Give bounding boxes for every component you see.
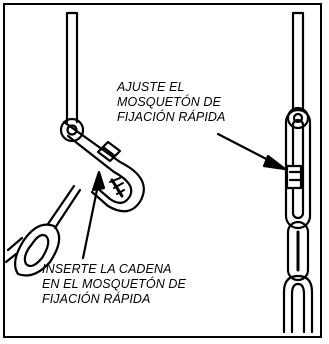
chain-end-left [4, 184, 82, 277]
quick-link-open [62, 120, 145, 213]
adjust-label: AJUSTE EL MOSQUETÓN DE FIJACIÓN RÁPIDA [117, 80, 225, 125]
diagram-frame [3, 3, 322, 338]
insert-label-line2: EN EL MOSQUETÓN DE [42, 277, 186, 291]
chain-link-right [286, 220, 310, 282]
adjust-label-line3: FIJACIÓN RÁPIDA [117, 110, 226, 124]
lower-link-right [282, 274, 314, 334]
insert-arrow [81, 170, 106, 260]
left-assembly [4, 11, 145, 277]
right-assembly [216, 11, 314, 334]
adjust-label-line1: AJUSTE EL [117, 80, 185, 94]
insert-label-line1: INSERTE LA CADENA [42, 262, 172, 276]
top-rod-right [291, 11, 305, 112]
adjust-arrow [216, 132, 287, 171]
rod-eye-right [286, 106, 310, 130]
insert-label: INSERTE LA CADENA EN EL MOSQUETÓN DE FIJ… [42, 262, 186, 307]
insert-label-line3: FIJACIÓN RÁPIDA [42, 292, 151, 306]
adjust-label-line2: MOSQUETÓN DE [117, 95, 221, 109]
top-rod-left [65, 11, 79, 124]
